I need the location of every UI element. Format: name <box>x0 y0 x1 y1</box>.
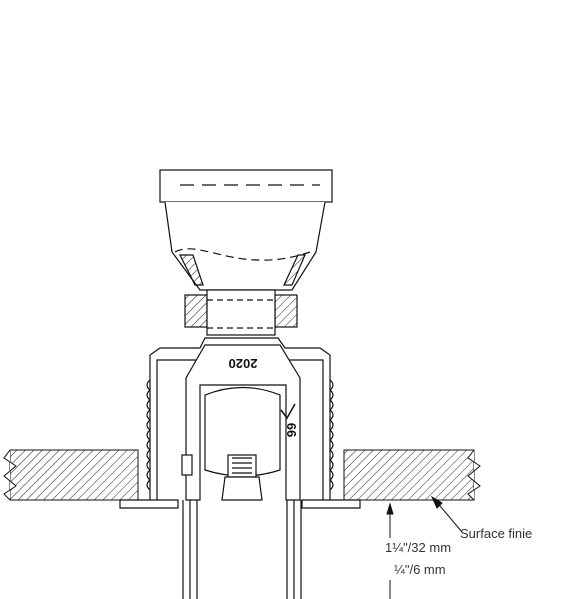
deflector-rods <box>182 500 302 599</box>
ceiling-left <box>3 449 139 501</box>
threaded-nut <box>184 289 298 336</box>
model-number-text: 2020 <box>229 356 258 371</box>
pipe-fitting <box>159 169 333 291</box>
check-mark-icon <box>280 403 296 420</box>
sprinkler-frame <box>181 344 301 501</box>
dimension-leaders <box>386 495 463 599</box>
ceiling-right <box>343 449 481 501</box>
dimension-inner-label: ¼"/6 mm <box>394 562 446 577</box>
body-marking-text: 66 <box>284 423 299 437</box>
surface-label: Surface finie <box>460 526 533 541</box>
escutcheon-cup <box>119 337 361 509</box>
dimension-outer-label: 1¼"/32 mm <box>385 540 452 555</box>
